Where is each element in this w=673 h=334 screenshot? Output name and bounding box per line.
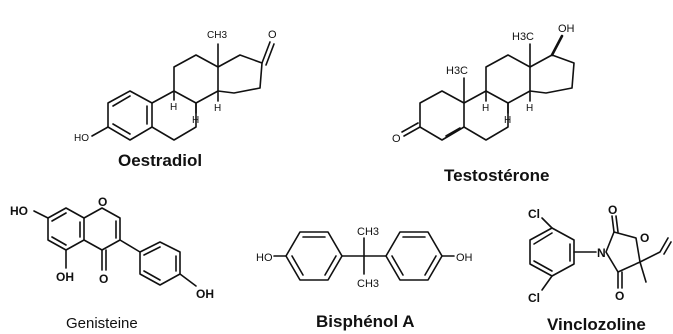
- genisteine-structure: HO O OH O OH: [10, 195, 214, 301]
- oestradiol-h1-label: H: [170, 102, 177, 113]
- testosterone-structure: OH H3C H3C H H H O: [392, 23, 575, 145]
- vinclozoline-name: Vinclozoline: [547, 315, 646, 334]
- vinclozoline-cl-bottom-label: Cl: [528, 291, 540, 305]
- testosterone-h2-label: H: [504, 115, 511, 126]
- vinclozoline-n-label: N: [597, 246, 606, 260]
- genisteine-name: Genisteine: [66, 315, 138, 332]
- oestradiol-h3-label: H: [214, 103, 221, 114]
- genisteine-ho-left-label: HO: [10, 204, 28, 218]
- bpa-oh-label: OH: [456, 252, 473, 264]
- oestradiol-ho-label: HO: [74, 133, 89, 144]
- bpa-ch3-top-label: CH3: [357, 226, 379, 238]
- oestradiol-name: Oestradiol: [118, 151, 202, 170]
- oestradiol-ch3-label: CH3: [207, 30, 227, 41]
- genisteine-o-keto-label: O: [99, 272, 108, 286]
- vinclozoline-cl-top-label: Cl: [528, 207, 540, 221]
- vinclozoline-o-right-label: O: [640, 231, 649, 245]
- testosterone-h3-label: H: [526, 103, 533, 114]
- genisteine-o-ring-label: O: [98, 195, 107, 209]
- vinclozoline-structure: Cl Cl O O N O: [528, 203, 672, 305]
- vinclozoline-o-bottom-label: O: [615, 289, 624, 303]
- bpa-ho-label: HO: [256, 252, 273, 264]
- vinclozoline-o-top-label: O: [608, 203, 617, 217]
- testosterone-o-label: O: [392, 133, 401, 145]
- testosterone-h3c-left-label: H3C: [446, 65, 468, 77]
- genisteine-oh-right-label: OH: [196, 287, 214, 301]
- testosterone-oh-label: OH: [558, 23, 575, 35]
- genisteine-oh-bottom-label: OH: [56, 270, 74, 284]
- testosterone-name: Testostérone: [444, 166, 550, 185]
- oestradiol-structure: CH3 O H H H HO: [74, 29, 277, 144]
- bisphenol-a-structure: HO CH3 CH3 OH: [256, 226, 473, 290]
- oestradiol-o-label: O: [268, 29, 277, 41]
- bpa-ch3-bottom-label: CH3: [357, 278, 379, 290]
- oestradiol-h2-label: H: [192, 115, 199, 126]
- testosterone-h1-label: H: [482, 103, 489, 114]
- bisphenol-a-name: Bisphénol A: [316, 312, 415, 331]
- testosterone-h3c-top-label: H3C: [512, 31, 534, 43]
